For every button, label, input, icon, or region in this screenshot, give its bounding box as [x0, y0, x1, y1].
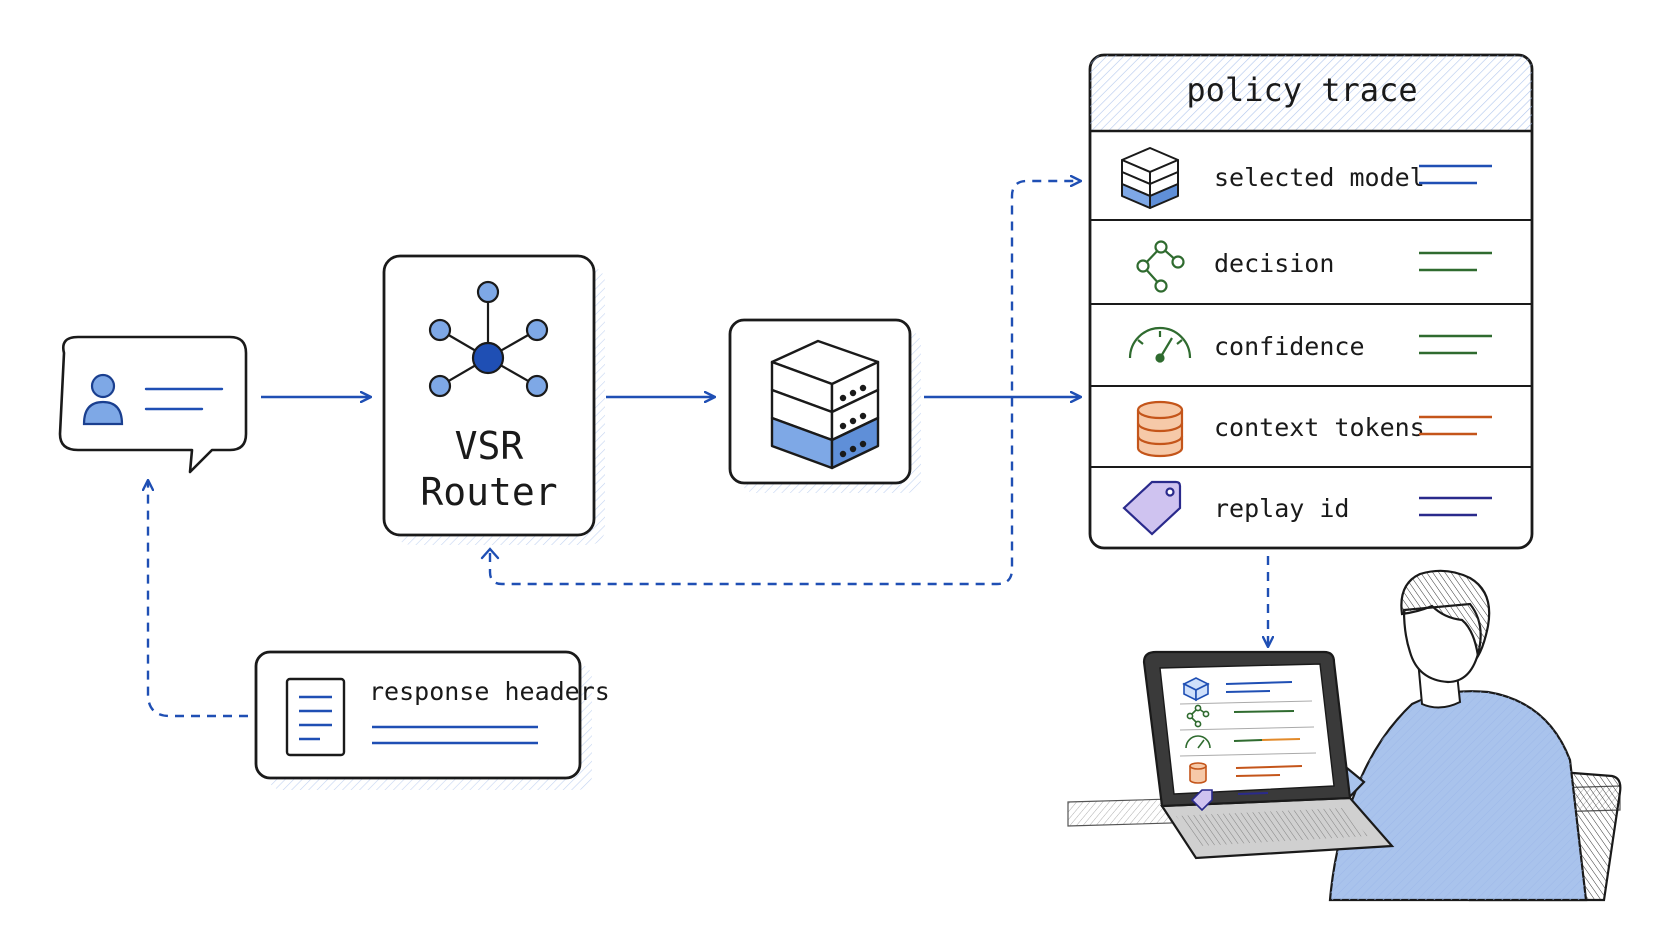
trace-row-label: replay id — [1214, 494, 1349, 523]
trace-row-decision: decision — [1136, 240, 1492, 293]
document-icon — [285, 677, 346, 757]
tag-icon — [1122, 480, 1182, 536]
dashed-arrowhead-to-router — [480, 547, 500, 560]
response-headers-label: response headers — [369, 677, 610, 706]
laptop-screen-trace-list — [1179, 677, 1317, 812]
server-stack-icon — [1121, 147, 1179, 209]
trace-row-label: context tokens — [1214, 413, 1425, 442]
database-icon — [1189, 762, 1207, 784]
person-hair — [1400, 569, 1491, 660]
developer-at-laptop-illustration — [1067, 569, 1622, 902]
router-title-line1: VSR — [455, 424, 524, 468]
trace-row-replay-id: replay id — [1122, 480, 1492, 536]
tag-icon — [1190, 789, 1213, 812]
trace-row-context-tokens: context tokens — [1136, 400, 1492, 458]
router-title-line2: Router — [420, 470, 557, 514]
vsr-router-box: VSR Router — [382, 254, 605, 545]
trace-row-label: selected model — [1214, 163, 1425, 192]
trace-row-label: confidence — [1214, 332, 1365, 361]
trace-panel-header-fill — [1090, 55, 1532, 131]
branch-icon — [1136, 240, 1185, 293]
response-headers-card: response headers — [254, 650, 610, 790]
server-stack-icon — [1182, 677, 1210, 702]
policy-trace-panel: policy trace selected model — [1088, 53, 1534, 550]
user-icon — [82, 373, 124, 426]
gauge-icon — [1185, 735, 1211, 749]
trace-row-confidence: confidence — [1128, 326, 1492, 363]
dashed-trace-feedback-line — [488, 181, 1080, 586]
dashed-arrow-headers-to-user — [148, 481, 248, 718]
database-icon — [1136, 400, 1184, 458]
trace-row-selected-model: selected model — [1121, 147, 1492, 209]
gauge-icon — [1128, 326, 1192, 363]
trace-row-label: decision — [1214, 249, 1334, 278]
server-stack-icon — [770, 339, 880, 470]
trace-panel-title: policy trace — [1186, 71, 1417, 109]
network-hub-icon — [428, 280, 549, 398]
user-message-bubble — [58, 335, 248, 474]
branch-icon — [1186, 704, 1210, 728]
model-server-box — [728, 318, 921, 493]
